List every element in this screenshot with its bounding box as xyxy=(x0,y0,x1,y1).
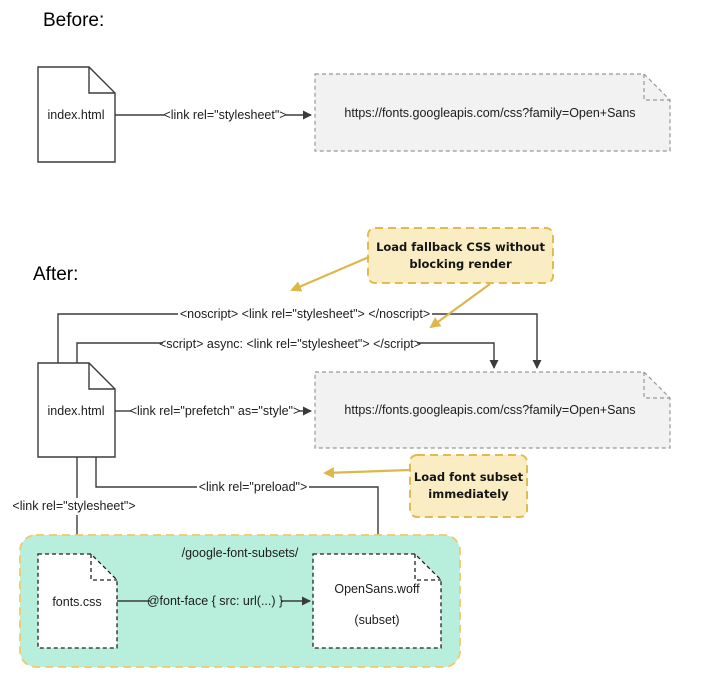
opensans-woff-subset-note: (subset) xyxy=(354,612,400,627)
preload-connector xyxy=(95,457,383,552)
stylesheet-line-label: <link rel="stylesheet"> xyxy=(12,498,136,513)
after-index-doc-icon xyxy=(37,362,116,458)
after-heading: After: xyxy=(33,264,79,285)
subset-note-arrow xyxy=(323,467,411,479)
opensans-woff-doc-icon xyxy=(312,553,442,649)
before-stylesheet-link-label: <link rel="stylesheet"> xyxy=(163,107,287,122)
after-index-filename: index.html xyxy=(47,403,105,418)
after-fonts-url: https://fonts.googleapis.com/css?family=… xyxy=(344,402,636,417)
script-async-line-label: <script> async: <link rel="stylesheet"> … xyxy=(158,336,422,351)
before-index-doc-icon xyxy=(37,66,116,163)
subset-note-shape xyxy=(409,454,528,518)
before-fonts-url-box xyxy=(314,73,671,152)
opensans-woff-filename: OpenSans.woff xyxy=(334,581,420,596)
fontface-label: @font-face { src: url(...) } xyxy=(146,593,284,608)
preload-line-label: <link rel="preload"> xyxy=(198,479,308,494)
noscript-connector xyxy=(57,313,542,369)
before-fonts-url: https://fonts.googleapis.com/css?family=… xyxy=(344,105,636,120)
fallback-note: Load fallback CSS without blocking rende… xyxy=(373,231,548,280)
subsets-folder-title: /google-font-subsets/ xyxy=(181,545,299,560)
script-async-connector xyxy=(76,342,499,369)
prefetch-line-label: <link rel="prefetch" as="style"> xyxy=(129,403,301,418)
fonts-css-doc-icon xyxy=(37,553,118,649)
before-index-filename: index.html xyxy=(47,107,105,122)
fallback-note-line1: Load fallback CSS without xyxy=(376,239,545,254)
after-fonts-url-box xyxy=(314,371,671,449)
subset-note: Load font subset immediately xyxy=(413,458,524,514)
subset-note-line2: immediately xyxy=(428,487,509,501)
fallback-note-shape xyxy=(367,227,554,284)
fonts-css-filename: fonts.css xyxy=(52,594,102,609)
before-heading: Before: xyxy=(43,10,105,31)
fallback-note-line2: blocking render xyxy=(409,256,512,271)
subset-note-line1: Load font subset xyxy=(413,470,524,485)
noscript-line-label: <noscript> <link rel="stylesheet"> </nos… xyxy=(179,306,431,321)
fallback-note-arrow-down xyxy=(429,283,491,329)
fallback-note-arrow-left xyxy=(290,255,370,292)
